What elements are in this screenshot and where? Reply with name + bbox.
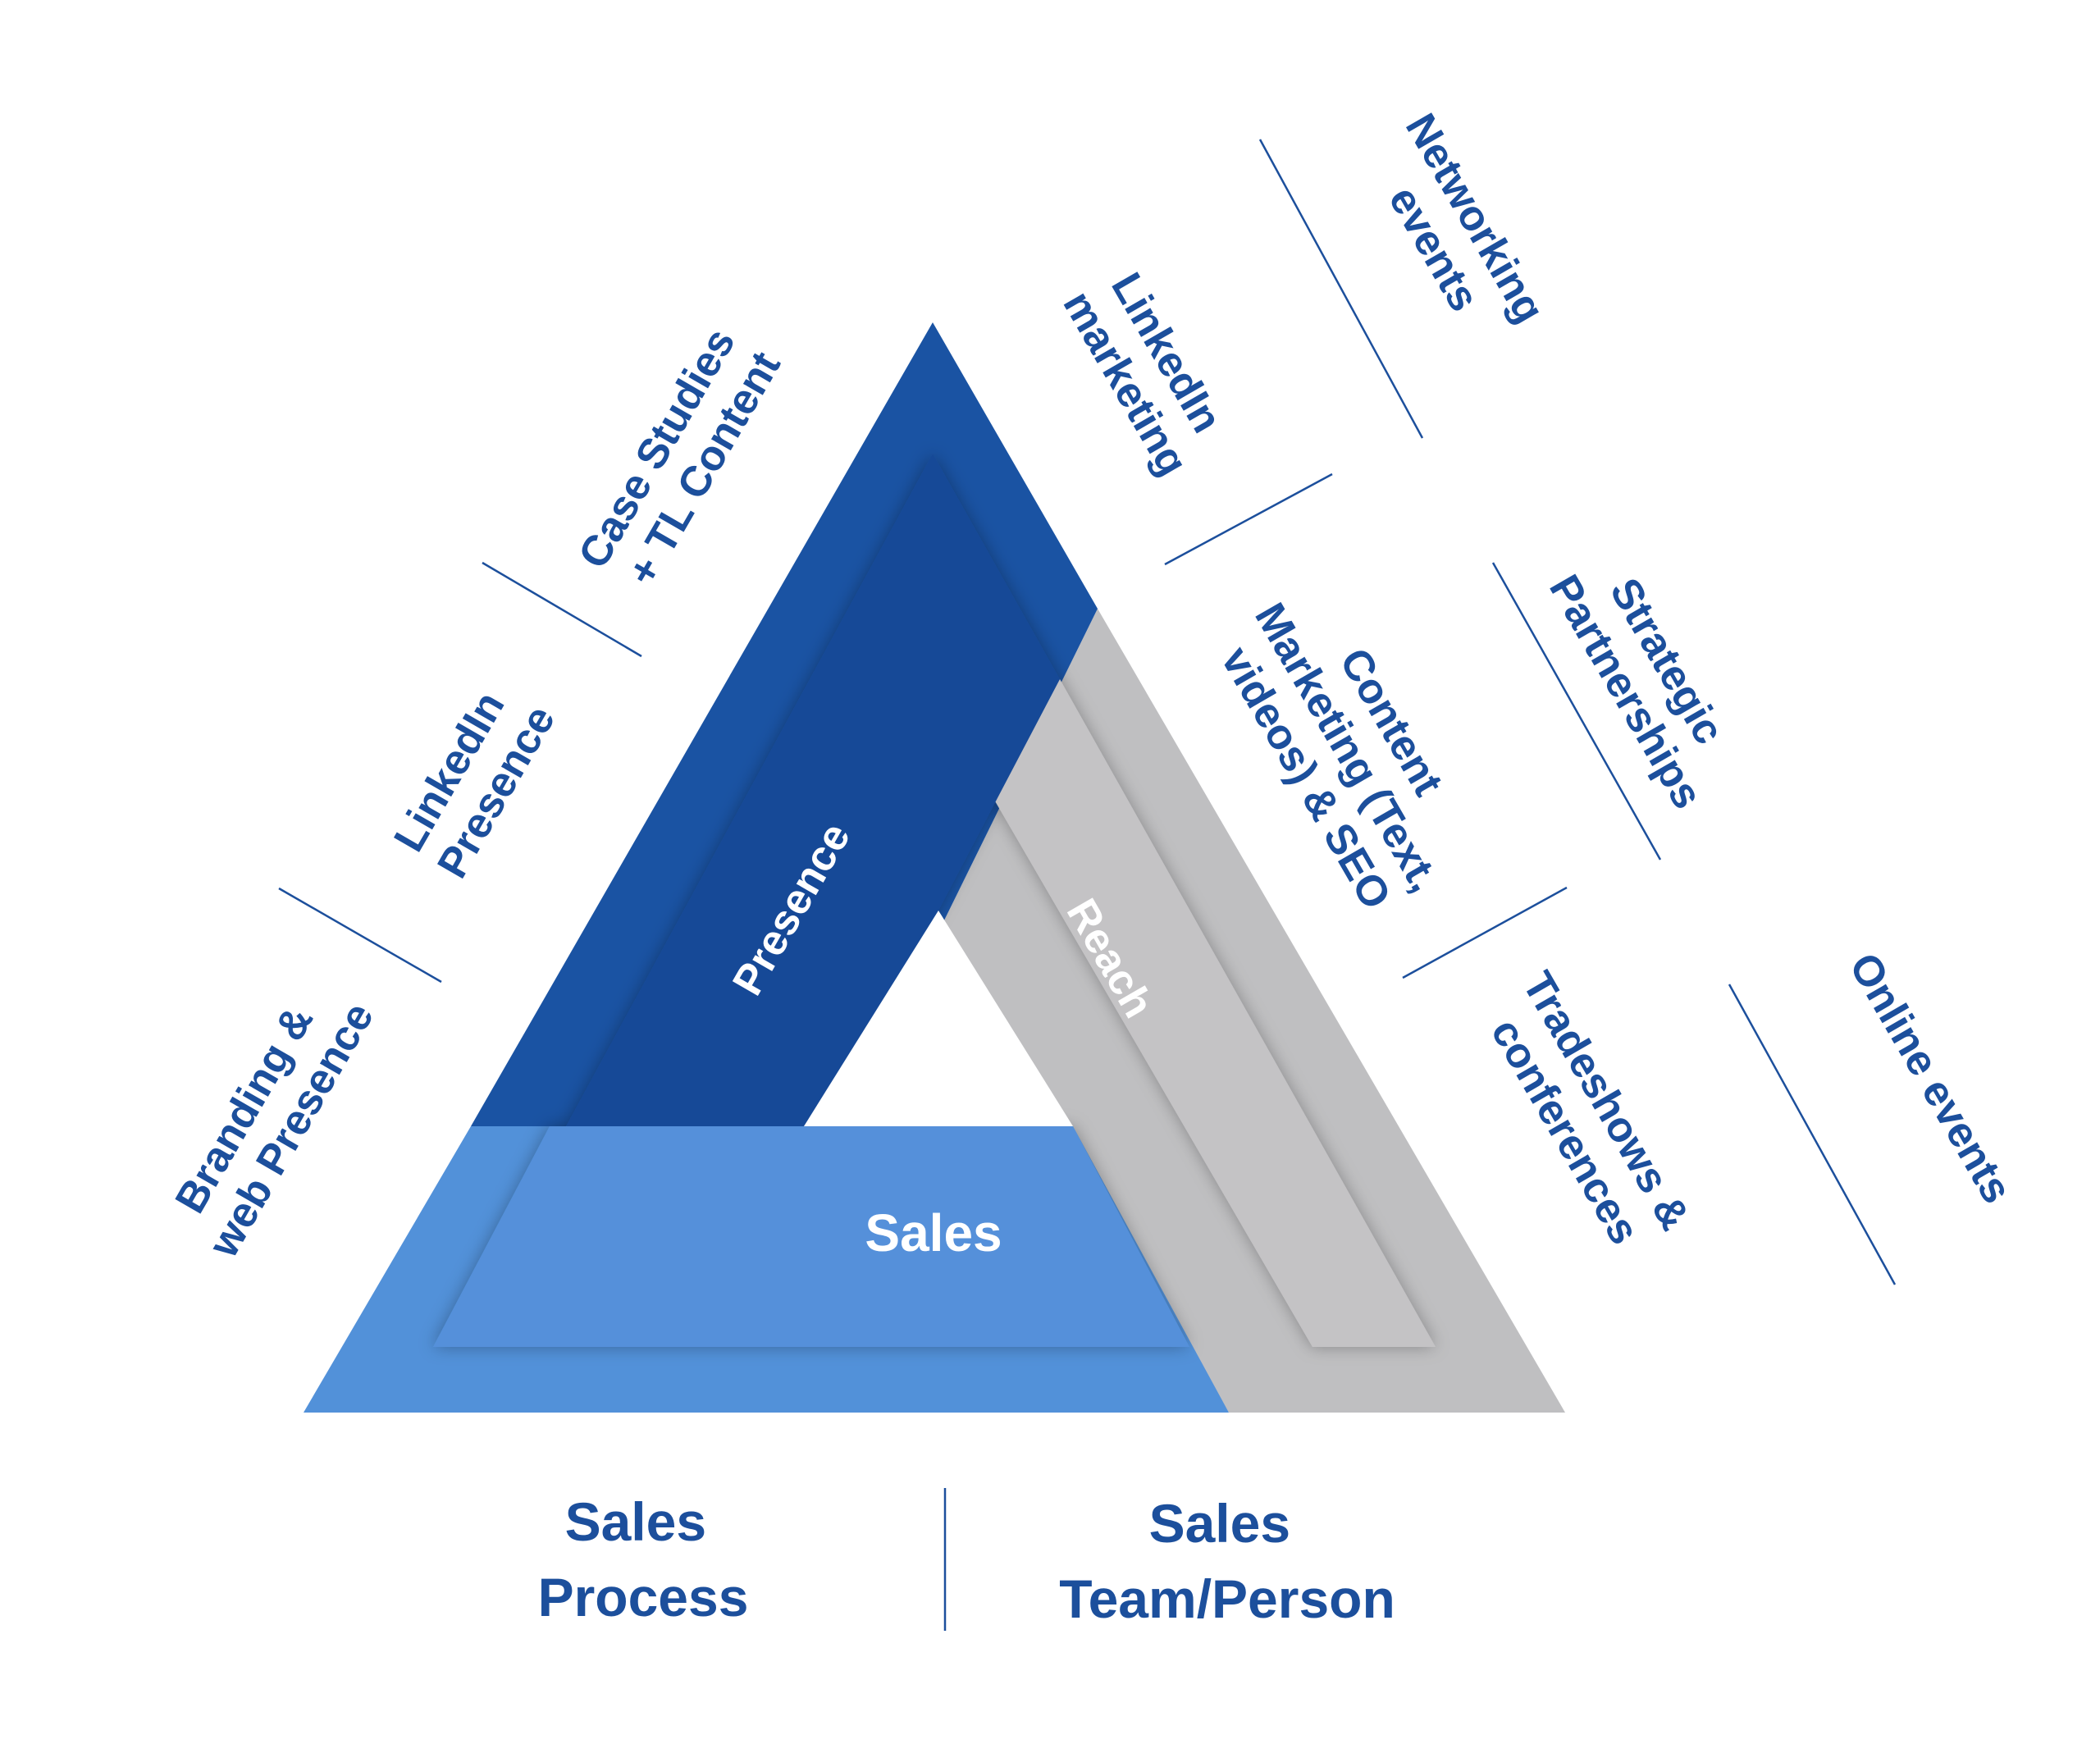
divider-right-bottom bbox=[1728, 984, 1897, 1285]
divider-left-upper bbox=[482, 561, 642, 658]
presence-inner-strip bbox=[566, 454, 1060, 1126]
label-strategic-partnerships: Strategic Partnerships bbox=[1540, 541, 1755, 816]
label-branding: Branding & web Presence bbox=[155, 970, 383, 1266]
divider-right-upper bbox=[1164, 472, 1333, 566]
triangle-center bbox=[804, 911, 1073, 1126]
label-networking-events: Networking events bbox=[1352, 106, 1559, 367]
divider-right-lower bbox=[1402, 886, 1568, 979]
sales-inner-strip bbox=[433, 1126, 1189, 1347]
label-sales-process: Sales Process bbox=[538, 1491, 749, 1627]
label-tradeshows: Tradeshows & conferences bbox=[1469, 964, 1705, 1274]
divider-right-mid bbox=[1491, 562, 1662, 860]
label-linkedin-presence: LinkedIn Presence bbox=[385, 673, 565, 886]
label-linkedin-marketing: LinkedIn marketing bbox=[1053, 258, 1240, 483]
triangle: Presence Reach Sales bbox=[304, 322, 1565, 1413]
inner-bevel bbox=[433, 454, 1436, 1347]
divider-right-top bbox=[1258, 139, 1424, 439]
label-online-events: Online events bbox=[1840, 945, 2021, 1211]
reach-inner-strip bbox=[938, 679, 1436, 1347]
label-sales-team: Sales Team/Person bbox=[1059, 1493, 1395, 1629]
divider-lines bbox=[278, 139, 1897, 1631]
label-case-studies: Case Studies + TL Content bbox=[569, 310, 794, 601]
sales-label: Sales bbox=[865, 1203, 1002, 1262]
divider-left-lower bbox=[278, 887, 442, 984]
